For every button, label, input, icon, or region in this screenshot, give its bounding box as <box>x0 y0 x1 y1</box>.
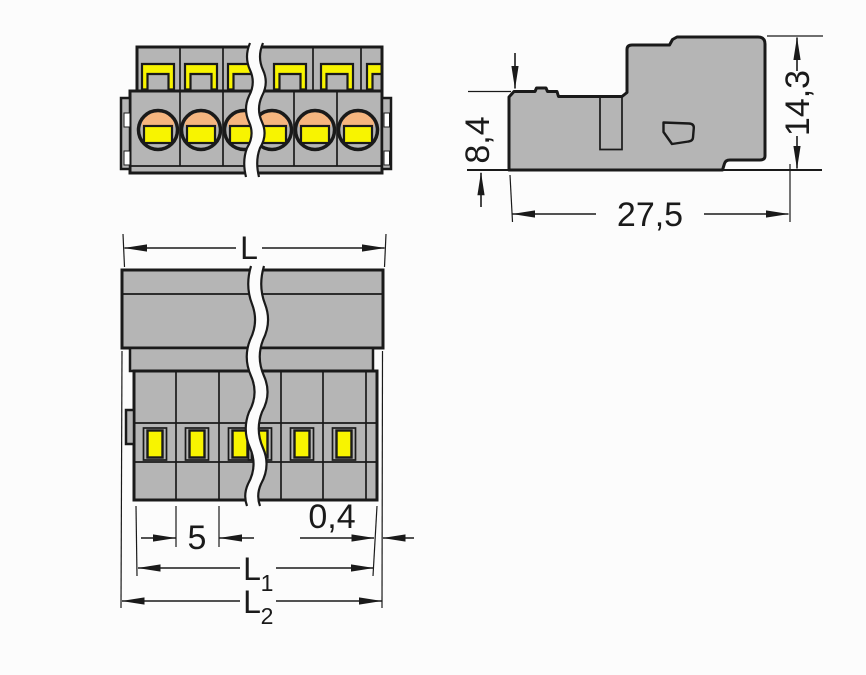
dim-L2: L 2 <box>121 584 382 629</box>
side-latch-window <box>662 121 695 146</box>
plan-left-projection <box>120 350 123 609</box>
plan-left-tab <box>124 408 136 446</box>
dim-pitch: 5 <box>141 506 254 557</box>
dim-label-L1-base: L <box>243 551 261 587</box>
front-break <box>243 42 267 178</box>
wire-entry <box>182 111 221 150</box>
contact-slot <box>184 426 210 462</box>
plan-pole-dividers <box>175 371 367 500</box>
dim-label-14-3: 14,3 <box>779 70 817 136</box>
dim-label-27-5: 27,5 <box>617 196 683 234</box>
dim-total-height: 14,3 <box>767 35 823 169</box>
side-latch-recess <box>599 97 623 151</box>
dim-edge-offset: 0,4 <box>300 498 414 577</box>
dim-label-L: L <box>240 230 258 266</box>
dim-label-8-4: 8,4 <box>459 116 497 163</box>
side-view: 8,4 14,3 27,5 <box>459 35 823 234</box>
plan-right-projection <box>381 350 384 609</box>
contact-slot <box>289 426 315 462</box>
contact-slot <box>142 426 168 462</box>
wire-entry <box>339 111 378 150</box>
front-right-rail <box>380 96 393 171</box>
side-profile <box>507 35 767 172</box>
front-view <box>119 42 393 178</box>
dim-depth: 27,5 <box>509 164 791 234</box>
contact-slot <box>331 426 357 462</box>
dim-overall-length: L <box>122 230 387 268</box>
wire-entry <box>296 111 335 150</box>
plan-break <box>244 265 270 507</box>
dim-label-L1-sub: 1 <box>261 570 274 596</box>
wire-entry <box>139 111 178 150</box>
dim-label-L2-sub: 2 <box>261 603 274 629</box>
plan-view: L 5 0,4 L 1 <box>120 230 414 629</box>
dim-label-5: 5 <box>188 519 207 557</box>
dim-label-L2-base: L <box>243 584 261 620</box>
dim-lower-height: 8,4 <box>459 53 519 207</box>
dim-label-0-4: 0,4 <box>308 498 355 536</box>
dim-L1: L 1 <box>135 505 374 596</box>
front-left-rail <box>119 96 132 171</box>
